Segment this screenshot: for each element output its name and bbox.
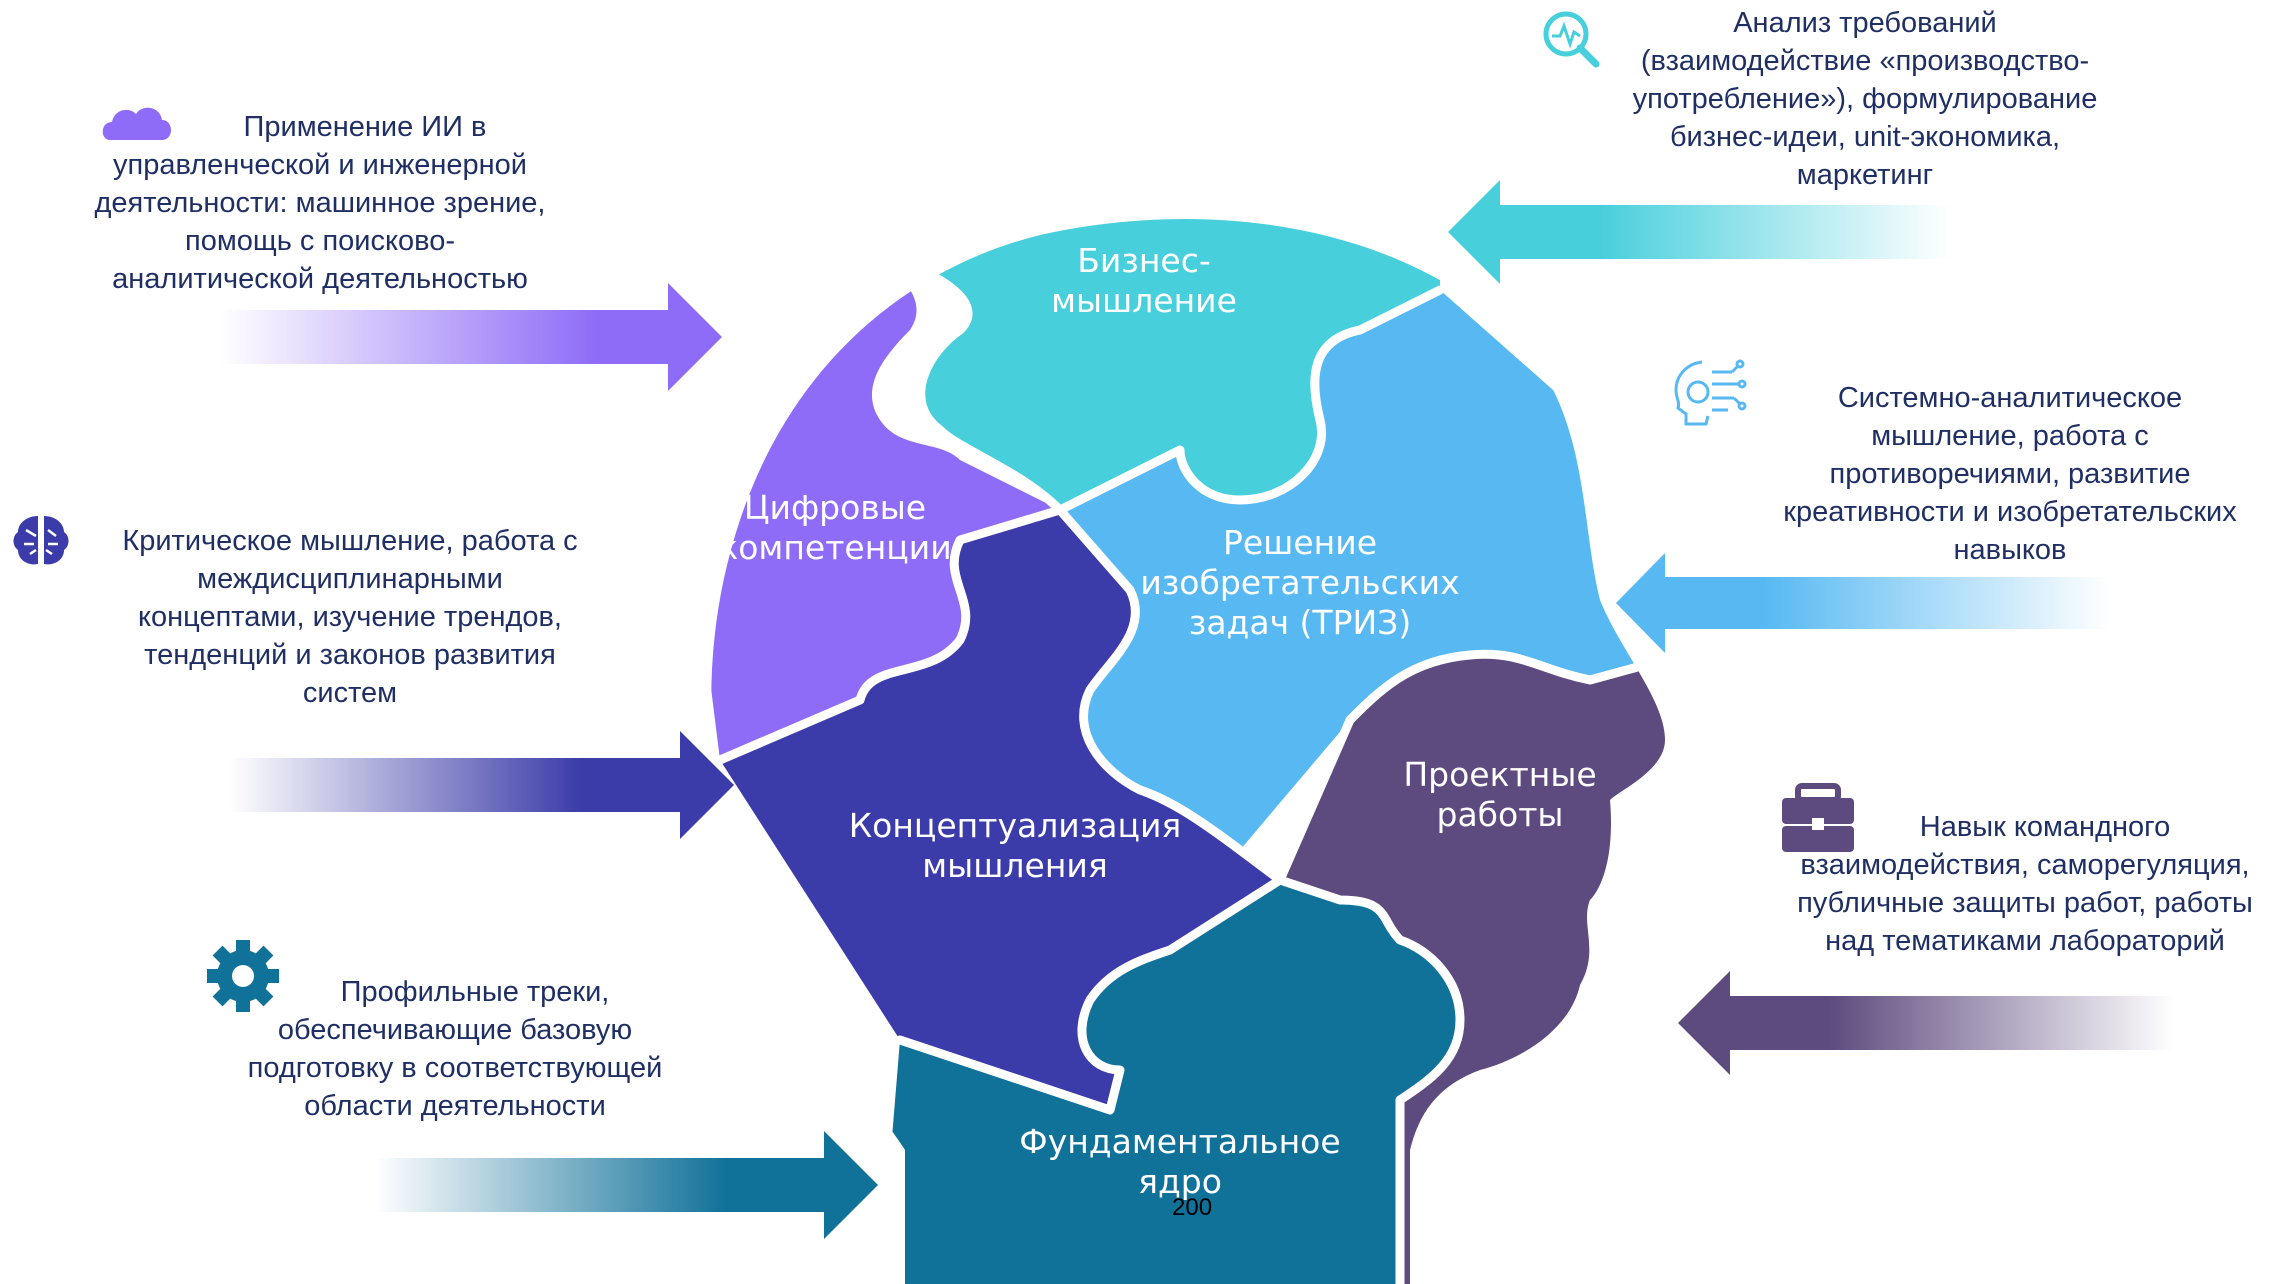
arrow-teamwork	[1678, 971, 2175, 1075]
caption-critical: Критическое мышление, работа с междисцип…	[122, 525, 578, 709]
puzzle-piece-business	[875, 219, 1440, 510]
puzzle-piece-triz	[1060, 290, 1665, 850]
label-business: Бизнес-мышление	[1051, 241, 1237, 320]
caption-requirements: Анализ требований (взаимодействие «произ…	[1632, 7, 2098, 191]
arrow-systems	[1616, 553, 2110, 653]
caption-teamwork: Навык командного взаимодействия, саморег…	[1797, 811, 2253, 957]
arrow-critical	[230, 731, 734, 839]
cloud-icon	[102, 107, 171, 140]
caption-systems: Системно-аналитическое мышление, работа …	[1783, 382, 2237, 566]
brain-icon	[13, 516, 69, 565]
caption-ai: Применение ИИ в управленческой и инженер…	[94, 111, 546, 295]
arrow-ai	[220, 283, 722, 391]
arrow-tracks	[375, 1131, 878, 1239]
circuit-head-icon	[1674, 359, 1747, 426]
caption-tracks: Профильные треки, обеспечивающие базовую…	[247, 976, 663, 1122]
page-number: 200	[1172, 1194, 1213, 1221]
puzzle-piece-core	[880, 880, 1460, 1284]
magnifier-pulse-icon	[1543, 11, 1600, 68]
briefcase-icon	[1782, 783, 1854, 852]
arrow-requirements	[1448, 180, 1950, 284]
